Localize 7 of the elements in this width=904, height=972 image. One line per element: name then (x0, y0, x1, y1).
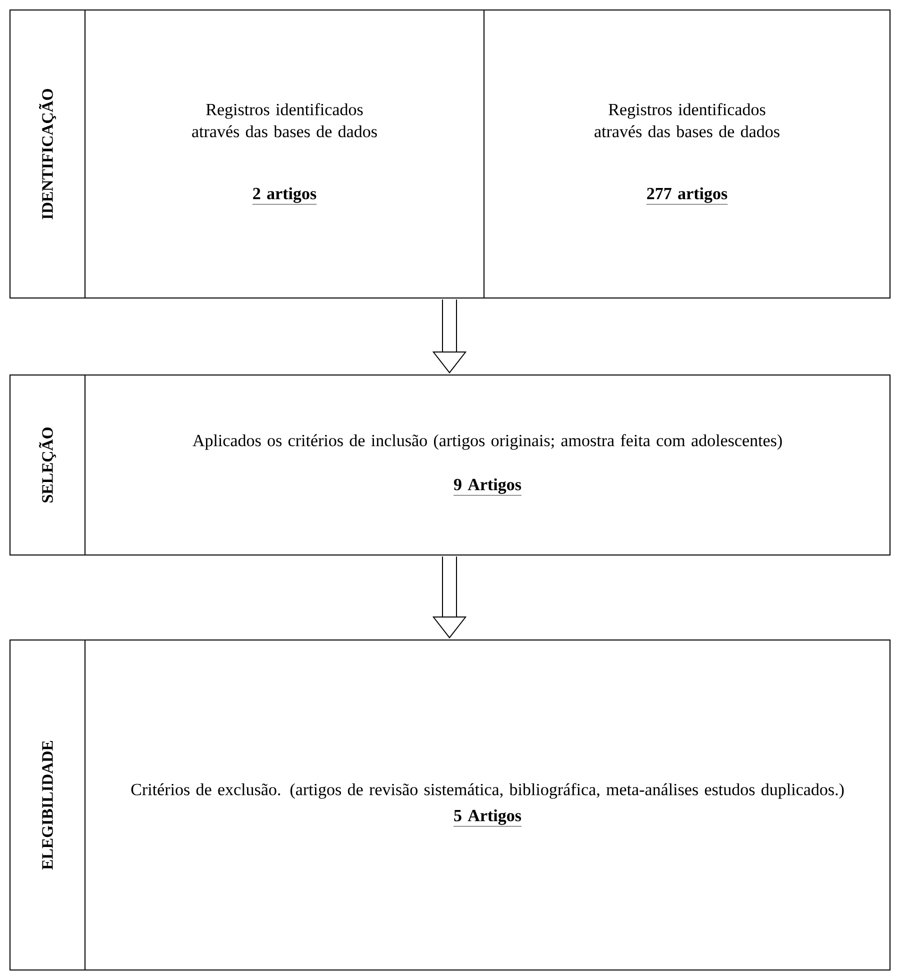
process-box: Aplicados os critérios de inclusão (artigos originais; amostra feita com adolescentes) 9 Artigos (84, 374, 890, 556)
stage-label-box: IDENTIFICAÇÃO (10, 10, 86, 298)
process-box: Registros identificados através das bases de dados 277 artigos (484, 10, 890, 298)
stage-label-box: SELEÇÃO (10, 374, 86, 556)
process-box: Registros identificados através das bases de dados 2 artigos (84, 10, 484, 298)
stage-label-box: ELEGIBILIDADE (10, 640, 86, 970)
process-box: Critérios de exclusão. (artigos de revisão sistemática, bibliográfica, meta-análises estudos duplicados.) 5 Artigos (84, 640, 890, 970)
